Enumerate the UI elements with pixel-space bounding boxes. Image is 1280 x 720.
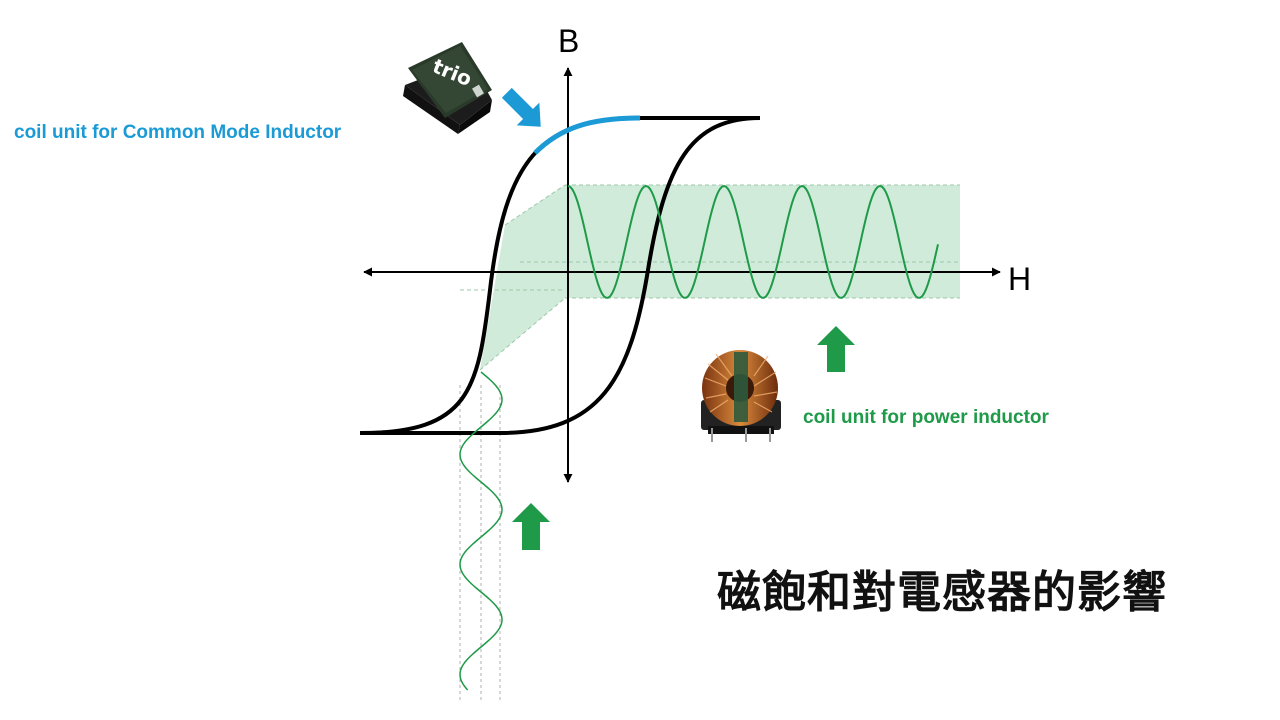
green-up-arrow-icon (817, 326, 855, 372)
blue-arrow-icon (501, 87, 541, 127)
power-inductor-label: coil unit for power inductor (803, 407, 1049, 428)
power-current-wave (567, 184, 939, 299)
lower-guide-lines (459, 385, 501, 700)
saturation-band (480, 185, 960, 370)
common-mode-region (533, 115, 641, 155)
page-title: 磁飽和對電感器的影響 (717, 567, 1167, 618)
input-wave (459, 371, 503, 691)
h-axis-label: H (1008, 261, 1031, 297)
smd-inductor-image: trio (403, 42, 492, 134)
hysteresis-descending-branch (360, 116, 761, 435)
common-mode-label: coil unit for Common Mode Inductor (14, 122, 342, 143)
b-axis-label: B (558, 23, 579, 59)
green-up-arrow-icon-lower (512, 503, 550, 550)
toroid-inductor-image (701, 350, 781, 442)
